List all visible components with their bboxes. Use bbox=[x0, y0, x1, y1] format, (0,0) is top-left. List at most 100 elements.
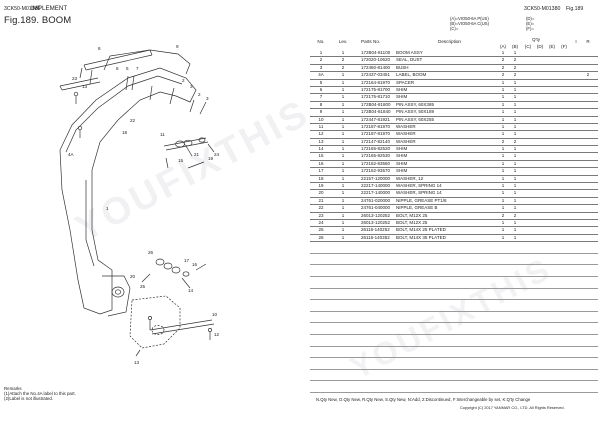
cell-desc: SHIM bbox=[396, 86, 408, 92]
cell-desc: BOLT, M12X 25 bbox=[396, 212, 428, 218]
cell-lev: 1 bbox=[341, 160, 345, 166]
empty-table-row bbox=[310, 381, 598, 393]
model-legend-e: (E)= bbox=[526, 21, 535, 26]
cell-b: 1 bbox=[513, 190, 517, 196]
cell-b: 1 bbox=[513, 50, 517, 55]
cell-no: 13 bbox=[318, 138, 324, 144]
header-f: (F) bbox=[561, 44, 567, 49]
cell-no: 21 bbox=[318, 197, 324, 203]
cell-lev: 1 bbox=[341, 205, 345, 211]
callout-label: 3 bbox=[190, 84, 193, 89]
cell-a: 1 bbox=[501, 109, 505, 115]
header-description: Description bbox=[438, 39, 461, 44]
empty-table-row bbox=[310, 312, 598, 324]
callout-label: 8 bbox=[98, 46, 101, 51]
cell-pn: 172165-82520 bbox=[361, 146, 391, 152]
callout-label: 20 bbox=[130, 274, 136, 279]
model-legend-right: (D)= (E)= (F)= bbox=[526, 16, 534, 31]
cell-no: 17 bbox=[318, 168, 324, 174]
cell-no: 2 bbox=[319, 57, 323, 63]
cell-lev: 1 bbox=[341, 79, 345, 85]
cell-lev: 1 bbox=[341, 138, 345, 144]
cell-pn: 172175-81700 bbox=[361, 86, 391, 92]
cell-b: 1 bbox=[513, 123, 517, 129]
parts-table: No. Lev. Parts No. Description Q'ty (A) … bbox=[310, 37, 598, 393]
cell-no: 11 bbox=[318, 123, 324, 129]
header-i: I bbox=[575, 39, 577, 44]
cell-desc: WASHER bbox=[396, 138, 416, 144]
catalog-code-right: 3CK50-M01380 bbox=[524, 6, 561, 12]
cell-no: 3 bbox=[319, 64, 323, 70]
remarks-title: Remarks bbox=[4, 386, 22, 391]
cell-pn: 26013-120252 bbox=[361, 219, 391, 225]
cell-b: 2 bbox=[513, 57, 517, 63]
cell-pn: 22157-120000 bbox=[361, 175, 391, 181]
callout-label: 16 bbox=[192, 262, 198, 267]
cell-lev: 1 bbox=[341, 131, 345, 137]
header-qty: Q'ty bbox=[532, 37, 541, 42]
callout-label: 1 bbox=[106, 206, 109, 211]
figure-title: Fig.189. BOOM bbox=[4, 15, 72, 26]
cell-a: 1 bbox=[501, 197, 505, 203]
cell-lev: 1 bbox=[341, 86, 345, 92]
cell-desc: BUSH bbox=[396, 64, 409, 70]
cell-pn: 172187-81970 bbox=[361, 123, 391, 129]
callout-label: 15 bbox=[178, 158, 184, 163]
empty-table-row bbox=[310, 347, 598, 359]
cell-desc: SPACER bbox=[396, 79, 415, 85]
cell-desc: NIPPLE, GREASE PT1/8 bbox=[396, 197, 447, 203]
cell-pn: 26013-120252 bbox=[361, 212, 391, 218]
cell-b: 2 bbox=[513, 72, 517, 78]
cell-pn: 172B04-81800 bbox=[361, 101, 391, 107]
header-r: R bbox=[586, 39, 590, 44]
cell-b: 2 bbox=[513, 64, 517, 70]
cell-a: 2 bbox=[501, 138, 505, 144]
cell-no: 20 bbox=[318, 190, 324, 196]
callout-label: 9 bbox=[176, 44, 179, 49]
cell-pn: 172437-03451 bbox=[361, 72, 391, 78]
cell-b: 1 bbox=[513, 86, 517, 92]
cell-a: 2 bbox=[501, 64, 505, 70]
cell-no: 14 bbox=[318, 146, 324, 152]
cell-pn: 172164-81970 bbox=[361, 79, 391, 85]
cell-desc: SEAL, DUST bbox=[396, 57, 423, 63]
cell-lev: 1 bbox=[341, 146, 345, 152]
cell-no: 23 bbox=[318, 212, 324, 218]
remarks-line-2: (2)Label is not illustrated. bbox=[4, 396, 54, 402]
cell-pn: 24761-020000 bbox=[361, 197, 391, 203]
cell-no: 26 bbox=[318, 234, 324, 240]
diagram-callouts: 23 13 8 6 5 7 9 2 3 2 3 22 18 4A 11 15 2… bbox=[68, 44, 220, 365]
cell-lev: 1 bbox=[341, 72, 345, 78]
header-parts-no: Parts No. bbox=[361, 39, 381, 44]
cell-pn: 172165-82530 bbox=[361, 153, 391, 159]
callout-label: 26 bbox=[148, 250, 154, 255]
cell-b: 1 bbox=[513, 160, 517, 166]
cell-pn: 22217-140000 bbox=[361, 183, 391, 189]
cell-pn: 24761-040000 bbox=[361, 205, 391, 211]
cell-a: 1 bbox=[501, 183, 505, 189]
callout-label: 14 bbox=[188, 288, 194, 293]
cell-desc: SHIM bbox=[396, 94, 408, 100]
cell-desc: WASHER bbox=[396, 123, 416, 129]
cell-no: 1 bbox=[319, 50, 323, 55]
cell-desc: BOLT, M12X 25 bbox=[396, 219, 428, 225]
cell-pn: 172187-81970 bbox=[361, 131, 391, 137]
cell-b: 1 bbox=[513, 109, 517, 115]
cell-no: 18 bbox=[318, 175, 324, 181]
cell-a: 2 bbox=[501, 72, 505, 78]
cell-pn: 26116-140252 bbox=[361, 227, 390, 233]
cell-pn: 172147-82140 bbox=[361, 138, 391, 144]
header-no: No. bbox=[317, 39, 325, 44]
cell-a: 1 bbox=[501, 116, 505, 122]
